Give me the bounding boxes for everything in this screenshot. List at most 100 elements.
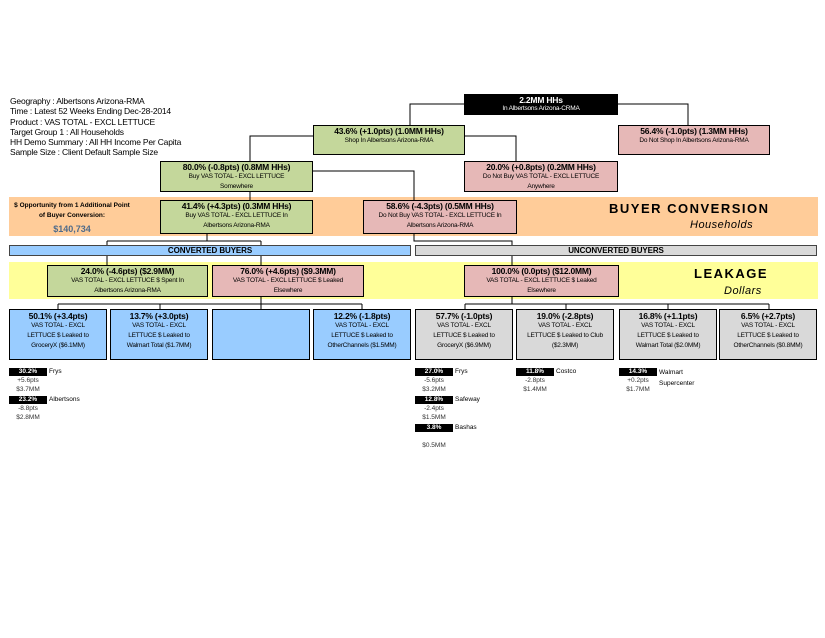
unconverted-leakage-box[interactable]: 6.5% (+2.7pts)VAS TOTAL - EXCL LETTUCE $ … [719, 309, 817, 360]
retailer-change: -2.4pts [424, 405, 444, 412]
not-buy-anywhere-label-2: Anywhere [527, 183, 555, 190]
total-households-box[interactable]: 2.2MM HHs In Albertsons Arizona-CRMA [464, 94, 618, 115]
not-buy-anywhere-box[interactable]: 20.0% (+0.8pts) (0.2MM HHs) Do Not Buy V… [464, 161, 618, 192]
retailer-change: -8.8pts [18, 405, 38, 412]
leaked-converted-label-2: Elsewhere [273, 287, 303, 294]
buy-in-store-box[interactable]: 41.4% (+4.3pts) (0.3MM HHs) Buy VAS TOTA… [160, 200, 313, 234]
retailer-rank-item: 30.2%Frys+5.6pts$3.7MM [9, 368, 62, 394]
leakage-label: VAS TOTAL - EXCL [741, 322, 795, 329]
info-target-group: Target Group 1 : All Households [10, 126, 124, 137]
no-shop-value: 56.4% (-1.0pts) (1.3MM HHs) [640, 126, 748, 136]
info-time: Time : Latest 52 Weeks Ending Dec-28-201… [10, 106, 171, 117]
report-info: Geography : Albertsons Arizona-RMA Time … [10, 96, 181, 158]
leaked-unconverted-label: VAS TOTAL - EXCL LETTUCE $ Leaked [486, 277, 597, 284]
leakage-label: VAS TOTAL - EXCL [335, 322, 389, 329]
retailer-share: 30.2% [9, 368, 47, 376]
buy-somewhere-value: 80.0% (-0.8pts) (0.8MM HHs) [182, 162, 291, 172]
info-geography: Geography : Albertsons Arizona-RMA [10, 96, 145, 106]
opportunity-value: $140,734 [53, 224, 91, 234]
no-shop-label: Do Not Shop In Albertsons Arizona-RMA [639, 137, 749, 144]
leakage-label: VAS TOTAL - EXCL [132, 322, 186, 329]
spent-in-store-box[interactable]: 24.0% (-4.6pts) ($2.9MM) VAS TOTAL - EXC… [47, 265, 208, 297]
retailer-rank-item: 14.3%Walmart Supercenter+0.2pts$1.7MM [619, 368, 694, 394]
retailer-dollars: $0.5MM [422, 442, 446, 449]
leaked-unconverted-box[interactable]: 100.0% (0.0pts) ($12.0MM) VAS TOTAL - EX… [464, 265, 619, 297]
retailer-change: -2.8pts [525, 377, 545, 384]
leakage-value: 16.8% (+1.1pts) [638, 311, 698, 321]
leakage-value: 12.2% (-1.8pts) [333, 311, 391, 321]
retailer-change [415, 432, 453, 441]
unconverted-buyers-bar: UNCONVERTED BUYERS [415, 245, 817, 256]
leaked-converted-value: 76.0% (+4.6pts) ($9.3MM) [240, 266, 336, 276]
retailer-dollars: $1.4MM [523, 386, 547, 393]
leakage-label: LETTUCE $ Leaked to [637, 332, 699, 339]
leaked-converted-label: VAS TOTAL - EXCL LETTUCE $ Leaked [232, 277, 344, 284]
retailer-rank-item: 11.8%Costco -2.8pts $1.4MM [516, 368, 576, 394]
buyer-conversion-subtitle: Households [690, 219, 754, 231]
leakage-label: LETTUCE $ Leaked to [27, 332, 89, 339]
retailer-rank-item: 23.2%Albertsons -8.8pts $2.8MM [9, 396, 80, 422]
buy-somewhere-box[interactable]: 80.0% (-0.8pts) (0.8MM HHs) Buy VAS TOTA… [160, 161, 313, 192]
buy-in-store-label-2: Albertsons Arizona-RMA [203, 222, 270, 229]
retailer-share: 27.0% [415, 368, 453, 376]
not-buy-in-store-label: Do Not Buy VAS TOTAL - EXCL LETTUCE In [378, 212, 502, 219]
info-sample: Sample Size : Client Default Sample Size [10, 147, 158, 158]
leakage-label: OtherChannels ($0.8MM) [733, 342, 803, 349]
leakage-label: LETTUCE $ Leaked to [737, 332, 799, 339]
retailer-name: Frys [49, 368, 62, 375]
shop-label: Shop In Albertsons Arizona-RMA [344, 137, 434, 144]
retailer-dollars: $1.7MM [626, 386, 650, 393]
leakage-value: 13.7% (+3.0pts) [129, 311, 189, 321]
leakage-label: Walmart Total ($2.0MM) [635, 342, 701, 349]
retailer-name: Safeway [455, 396, 480, 403]
retailer-share: 11.8% [516, 368, 554, 376]
leakage-label: LETTUCE $ Leaked to [433, 332, 495, 339]
buy-somewhere-label: Buy VAS TOTAL - EXCL LETTUCE [188, 173, 285, 180]
buy-somewhere-label-2: Somewhere [220, 183, 253, 190]
leakage-value: 19.0% (-2.8pts) [536, 311, 594, 321]
converted-leakage-box[interactable]: 12.2% (-1.8pts)VAS TOTAL - EXCL LETTUCE $… [313, 309, 411, 360]
not-buy-in-store-value: 58.6% (-4.3pts) (0.5MM HHs) [386, 201, 494, 211]
leakage-label: Walmart Total ($1.7MM) [126, 342, 192, 349]
buyer-conversion-title: BUYER CONVERSION [609, 201, 770, 216]
spent-label-2: Albertsons Arizona-RMA [94, 287, 161, 294]
retailer-share: 23.2% [9, 396, 47, 404]
spent-value: 24.0% (-4.6pts) ($2.9MM) [80, 266, 175, 276]
retailer-share: 12.8% [415, 396, 453, 404]
retailer-rank-item: 12.8%Safeway-2.4pts$1.5MM [415, 396, 480, 422]
leakage-label: GroceryX ($6.1MM) [31, 342, 85, 349]
retailer-name: Costco [556, 368, 577, 375]
shop-box[interactable]: 43.6% (+1.0pts) (1.0MM HHs) Shop In Albe… [313, 125, 465, 155]
not-buy-in-store-box[interactable]: 58.6% (-4.3pts) (0.5MM HHs) Do Not Buy V… [363, 200, 517, 234]
leakage-subtitle: Dollars [724, 285, 762, 297]
leakage-label: LETTUCE $ Leaked to [331, 332, 393, 339]
retailer-name: Albertsons [49, 396, 80, 403]
retailer-name: Walmart Supercenter [659, 369, 695, 387]
no-shop-box[interactable]: 56.4% (-1.0pts) (1.3MM HHs) Do Not Shop … [618, 125, 770, 155]
leakage-label: GroceryX ($6.9MM) [437, 342, 491, 349]
opportunity-line2: of Buyer Conversion: [38, 212, 106, 219]
retailer-name: Bashas [455, 424, 477, 431]
info-demo: HH Demo Summary : All HH Income Per Capi… [10, 137, 182, 148]
retailer-dollars: $3.7MM [16, 386, 40, 393]
buy-in-store-label: Buy VAS TOTAL - EXCL LETTUCE In [185, 212, 288, 219]
leakage-value: 6.5% (+2.7pts) [740, 311, 796, 321]
leaked-converted-box[interactable]: 76.0% (+4.6pts) ($9.3MM) VAS TOTAL - EXC… [212, 265, 364, 297]
total-households-value: 2.2MM HHs [519, 95, 563, 105]
retailer-dollars: $2.8MM [16, 414, 40, 421]
retailer-change: +0.2pts [627, 377, 649, 384]
retailer-change: -5.6pts [424, 377, 444, 384]
converted-buyers-bar: CONVERTED BUYERS [9, 245, 411, 256]
leakage-label: LETTUCE $ Leaked to Club [527, 332, 603, 339]
leaked-unconverted-label-2: Elsewhere [527, 287, 556, 294]
retailer-share: 3.8% [415, 424, 453, 432]
leakage-label: ($2.3MM) [551, 342, 579, 349]
leakage-value: 50.1% (+3.4pts) [28, 311, 88, 321]
converted-leakage-box[interactable] [212, 309, 310, 360]
